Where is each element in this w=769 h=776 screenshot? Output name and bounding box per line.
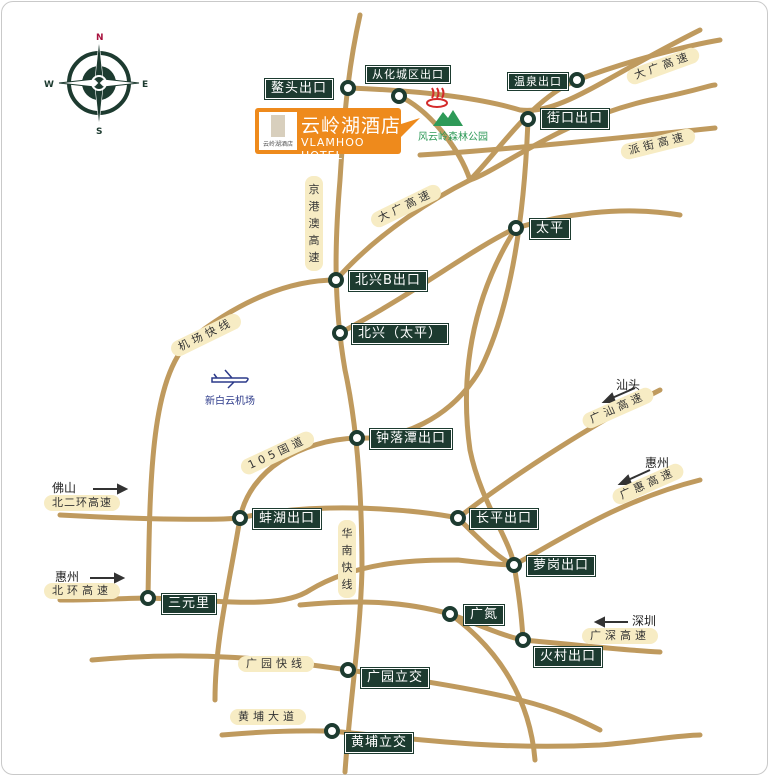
- city-huizhou-east: 惠州: [645, 456, 670, 470]
- exit-beixing-b[interactable]: 北兴B出口: [348, 270, 428, 292]
- exit-changping[interactable]: 长平出口: [468, 508, 540, 530]
- station-marker-icon: [506, 557, 522, 573]
- hotel-name-en: VLAMHOO HOTEL: [301, 136, 365, 162]
- exit-taiping[interactable]: 太平: [528, 218, 572, 240]
- park-label: 风云岭森林公园: [418, 132, 488, 143]
- station-marker-icon: [140, 590, 156, 606]
- road-beihuan: [57, 557, 517, 605]
- road-daguang-mid: [333, 82, 718, 283]
- compass-icon: [58, 40, 140, 126]
- exit-sanyuanli[interactable]: 三元里: [160, 593, 218, 615]
- station-marker-icon: [332, 325, 348, 341]
- exit-guangdan[interactable]: 广氮: [462, 604, 506, 626]
- city-foshan: 佛山: [52, 481, 77, 495]
- station-marker-icon: [391, 88, 407, 104]
- exit-beixing-taiping[interactable]: 北兴（太平）: [350, 323, 450, 345]
- exit-guangyuan[interactable]: 广园立交: [359, 667, 431, 689]
- station-marker-icon: [232, 510, 248, 526]
- airplane-icon: [211, 369, 249, 389]
- station-marker-icon: [450, 510, 466, 526]
- hotel-logo: 云岭湖酒店: [259, 112, 297, 150]
- exit-huocun[interactable]: 火村出口: [532, 646, 604, 668]
- compass-s: S: [96, 127, 102, 137]
- hot-spring-icon: [426, 87, 448, 108]
- road-label-huangpu: 黄埔大道: [230, 709, 306, 725]
- road-label-guangshen: 广深高速: [582, 628, 658, 644]
- road-tp-south: [464, 225, 526, 643]
- compass-n: N: [96, 33, 104, 43]
- city-huizhou-west: 惠州: [55, 570, 80, 584]
- city-shenzhen: 深圳: [632, 614, 657, 628]
- station-marker-icon: [569, 72, 585, 88]
- city-shantou: 汕头: [616, 378, 641, 392]
- station-marker-icon: [324, 723, 340, 739]
- station-marker-icon: [340, 80, 356, 96]
- station-marker-icon: [508, 220, 524, 236]
- exit-jiekou[interactable]: 街口出口: [539, 108, 611, 130]
- road-label-beihuan: 北环高速: [44, 583, 120, 599]
- station-marker-icon: [349, 430, 365, 446]
- exit-wenquan[interactable]: 温泉出口: [507, 72, 569, 91]
- hotel-pointer: [398, 118, 420, 140]
- road-conghua: [396, 93, 473, 183]
- road-huangpu: [219, 728, 703, 749]
- compass-w: W: [44, 80, 54, 90]
- exit-banghu[interactable]: 蚌湖出口: [251, 508, 323, 530]
- road-label-beierhuan: 北二环高速: [44, 495, 120, 511]
- station-marker-icon: [515, 632, 531, 648]
- road-label-guangyuan: 广园快线: [238, 656, 314, 672]
- road-guanghui: [455, 477, 703, 568]
- road-label-huanan: 华南快线: [338, 520, 356, 598]
- compass-e: E: [142, 80, 148, 90]
- road-label-jinggangao: 京港澳高速: [305, 176, 323, 271]
- station-marker-icon: [328, 272, 344, 288]
- exit-conghua[interactable]: 从化城区出口: [365, 65, 451, 84]
- mountain-icon: [433, 110, 463, 126]
- exit-huangpu[interactable]: 黄埔立交: [343, 732, 415, 754]
- exit-luogang[interactable]: 萝岗出口: [525, 555, 597, 577]
- exit-aotou[interactable]: 鳌头出口: [263, 78, 335, 100]
- road-beierhuan: [57, 387, 663, 522]
- hotel-name: 云岭湖酒店: [301, 115, 402, 137]
- hotel-marker[interactable]: 云岭湖酒店 云岭湖酒店 VLAMHOO HOTEL: [255, 108, 402, 162]
- station-marker-icon: [520, 111, 536, 127]
- airport-label: 新白云机场: [205, 396, 255, 407]
- road-lower-east: [447, 611, 538, 763]
- station-marker-icon: [442, 606, 458, 622]
- station-marker-icon: [340, 662, 356, 678]
- exit-zhongluotan[interactable]: 钟落潭出口: [368, 428, 454, 450]
